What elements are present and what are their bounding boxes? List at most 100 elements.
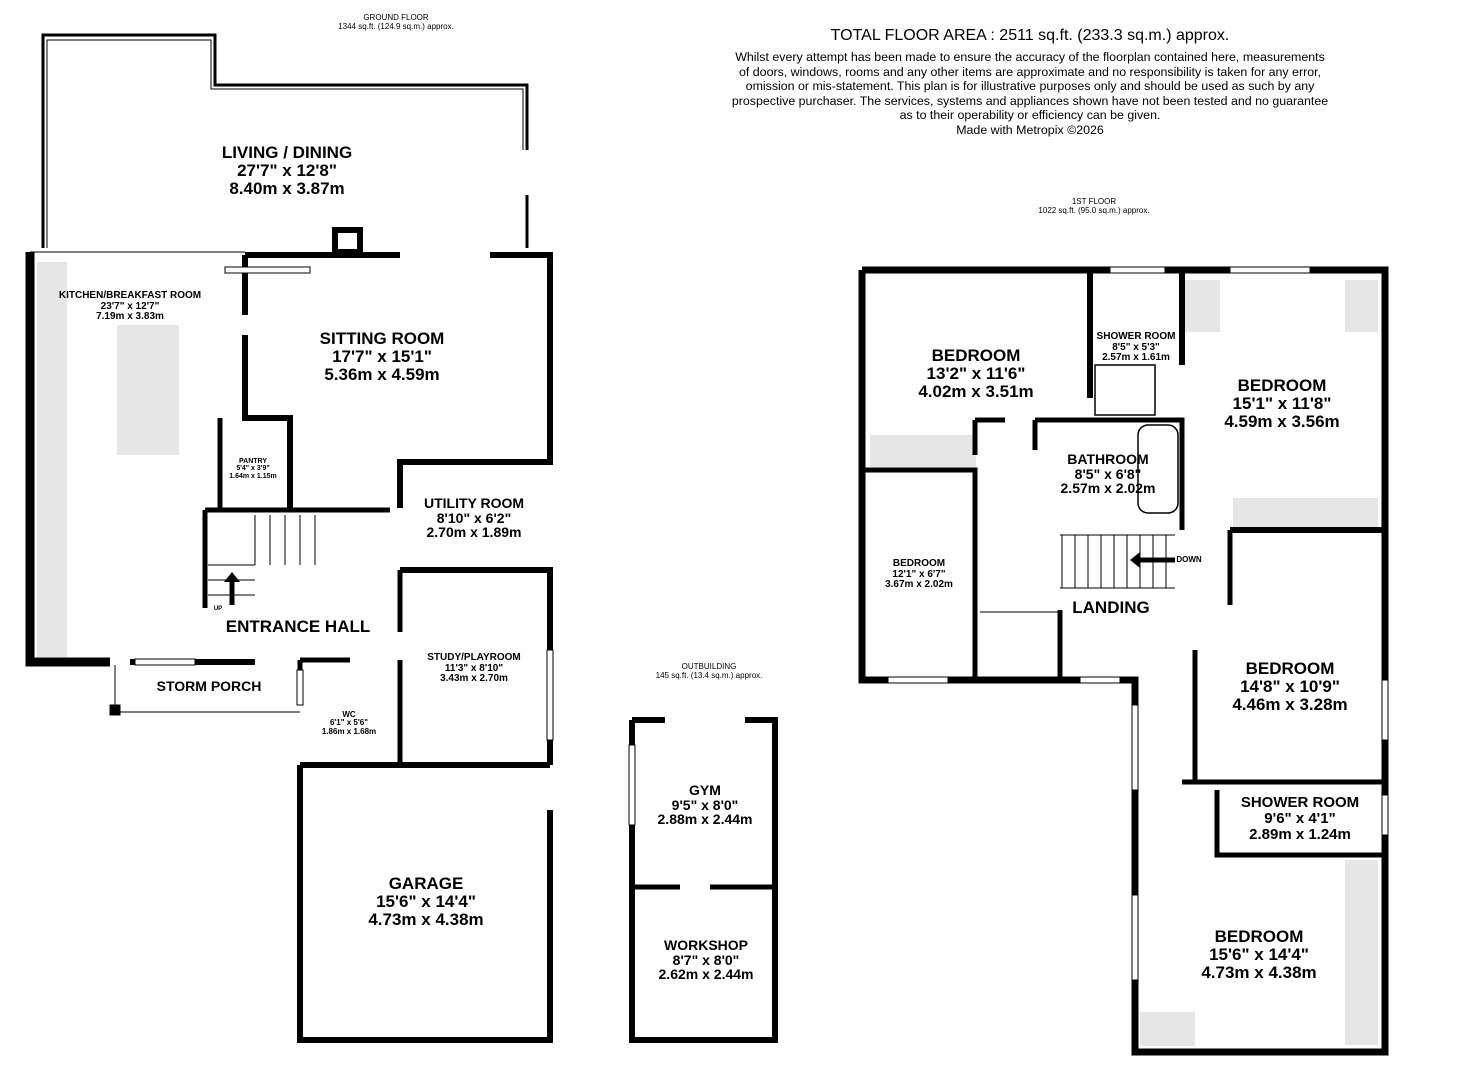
- room-imperial: 12'1" x 6'7": [892, 568, 946, 580]
- room-metric: 4.73m x 4.38m: [1201, 962, 1317, 982]
- room-metric: 2.57m x 2.02m: [1060, 480, 1156, 497]
- room-imperial: 9'6" x 4'1": [1264, 809, 1336, 827]
- disclaimer-line: as to their operability or efficiency ca…: [899, 108, 1161, 122]
- room-name: BEDROOM: [892, 558, 946, 569]
- room-imperial: 8'10" x 6'2": [436, 509, 512, 526]
- room-name: WORKSHOP: [664, 937, 748, 953]
- room-bedroom-2: BEDROOM 15'1" x 11'8" 4.59m x 3.56m: [1224, 377, 1339, 431]
- disclaimer-line: of doors, windows, rooms and any other i…: [739, 64, 1321, 79]
- room-imperial: 14'8" x 10'9": [1240, 676, 1340, 696]
- room-storm-porch: STORM PORCH: [157, 679, 262, 694]
- room-bedroom-1: BEDROOM 13'2" x 11'6" 4.02m x 3.51m: [918, 347, 1033, 401]
- room-metric: 3.43m x 2.70m: [440, 673, 508, 684]
- room-bedroom-5: BEDROOM 15'6" x 14'4" 4.73m x 4.38m: [1201, 928, 1316, 982]
- room-imperial: 9'5" x 8'0": [671, 796, 739, 813]
- room-shower-room-2: SHOWER ROOM 9'6" x 4'1" 2.89m x 1.24m: [1241, 795, 1359, 842]
- room-study: STUDY/PLAYROOM 11'3" x 8'10" 3.43m x 2.7…: [427, 652, 521, 685]
- room-kitchen: KITCHEN/BREAKFAST ROOM 23'7" x 12'7" 7.1…: [58, 290, 202, 323]
- room-imperial: 23'7" x 12'7": [100, 300, 160, 312]
- room-metric: 4.02m x 3.51m: [918, 381, 1034, 401]
- room-metric: 3.67m x 2.02m: [885, 579, 953, 590]
- room-sitting: SITTING ROOM 17'7" x 15'1" 5.36m x 4.59m: [320, 330, 445, 384]
- room-living-dining: LIVING / DINING 27'7" x 12'8" 8.40m x 3.…: [222, 144, 352, 198]
- room-wc: WC 6'1" x 5'6" 1.86m x 1.68m: [321, 710, 377, 736]
- room-workshop: WORKSHOP 8'7" x 8'0" 2.62m x 2.44m: [659, 938, 754, 982]
- room-shower-room-1: SHOWER ROOM 8'5" x 5'3" 2.57m x 1.61m: [1097, 331, 1176, 364]
- outbuilding-header: OUTBUILDING 145 sq.ft. (13.4 sq.m.) appr…: [656, 662, 763, 680]
- room-name: STUDY/PLAYROOM: [427, 652, 521, 663]
- room-name: LANDING: [1072, 598, 1150, 617]
- room-name: BATHROOM: [1067, 451, 1149, 467]
- windows: [134, 266, 1389, 981]
- walls: [25, 33, 1389, 1056]
- room-imperial: 13'2" x 11'6": [926, 363, 1026, 383]
- room-garage: GARAGE 15'6" x 14'4" 4.73m x 4.38m: [368, 875, 483, 929]
- room-imperial: 8'5" x 6'8": [1074, 465, 1142, 482]
- room-imperial: 27'7" x 12'8": [237, 160, 337, 180]
- room-name: STORM PORCH: [156, 678, 262, 694]
- first-floor-area: 1022 sq.ft. (95.0 sq.m.) approx.: [1038, 206, 1150, 216]
- room-imperial: 6'1" x 5'6": [329, 718, 369, 728]
- disclaimer-line: omission or mis-statement. This plan is …: [745, 79, 1315, 93]
- fitted-units: [37, 262, 1378, 1046]
- room-name: BEDROOM: [1237, 376, 1327, 395]
- room-name: BEDROOM: [931, 346, 1021, 365]
- room-landing: LANDING: [1072, 599, 1149, 617]
- room-metric: 1.86m x 1.68m: [321, 726, 377, 736]
- room-name: SHOWER ROOM: [1240, 794, 1360, 811]
- room-imperial: 8'5" x 5'3": [1112, 341, 1160, 353]
- room-name: SITTING ROOM: [319, 329, 445, 348]
- room-imperial: 11'3" x 8'10": [444, 662, 504, 674]
- outbuilding-area: 145 sq.ft. (13.4 sq.m.) approx.: [655, 671, 763, 681]
- room-name: ENTRANCE HALL: [225, 617, 371, 636]
- ground-floor-area: 1344 sq.ft. (124.9 sq.m.) approx.: [338, 22, 454, 32]
- room-name: UTILITY ROOM: [423, 495, 525, 511]
- stairs-up-label: UP: [213, 606, 223, 612]
- room-name: PANTRY: [238, 458, 267, 465]
- room-metric: 2.89m x 1.24m: [1249, 825, 1351, 843]
- room-metric: 4.73m x 4.38m: [368, 909, 484, 929]
- room-name: BEDROOM: [1245, 659, 1335, 678]
- room-pantry: PANTRY 5'4" x 3'9" 1.64m x 1.15m: [229, 458, 276, 480]
- room-bathroom: BATHROOM 8'5" x 6'8" 2.57m x 2.02m: [1061, 452, 1156, 496]
- room-metric: 2.70m x 1.89m: [426, 524, 522, 541]
- room-name: LIVING / DINING: [221, 143, 353, 162]
- ground-floor-header: GROUND FLOOR 1344 sq.ft. (124.9 sq.m.) a…: [338, 13, 454, 31]
- room-metric: 5.36m x 4.59m: [324, 364, 440, 384]
- room-name: WC: [342, 710, 356, 719]
- room-imperial: 17'7" x 15'1": [332, 346, 432, 366]
- ground-floor-name: GROUND FLOOR: [363, 13, 429, 22]
- room-utility: UTILITY ROOM 8'10" x 6'2" 2.70m x 1.89m: [424, 496, 524, 540]
- room-name: GYM: [689, 782, 721, 798]
- room-imperial: 8'7" x 8'0": [672, 951, 740, 968]
- room-metric: 2.57m x 1.61m: [1102, 352, 1170, 363]
- room-metric: 4.46m x 3.28m: [1232, 694, 1348, 714]
- room-entrance-hall: ENTRANCE HALL: [226, 618, 371, 636]
- room-name: BEDROOM: [1214, 927, 1304, 946]
- room-bedroom-3: BEDROOM 12'1" x 6'7" 3.67m x 2.02m: [885, 558, 953, 591]
- room-metric: 2.88m x 2.44m: [657, 811, 753, 828]
- room-name: KITCHEN/BREAKFAST ROOM: [58, 290, 202, 301]
- room-metric: 4.59m x 3.56m: [1224, 411, 1340, 431]
- room-metric: 2.62m x 2.44m: [658, 966, 754, 983]
- room-metric: 8.40m x 3.87m: [229, 178, 345, 198]
- disclaimer-line: Whilst every attempt has been made to en…: [735, 50, 1325, 64]
- room-name: GARAGE: [388, 874, 464, 893]
- first-floor-header: 1ST FLOOR 1022 sq.ft. (95.0 sq.m.) appro…: [1038, 197, 1149, 215]
- room-gym: GYM 9'5" x 8'0" 2.88m x 2.44m: [658, 783, 753, 827]
- disclaimer-line: prospective purchaser. The services, sys…: [731, 93, 1329, 108]
- room-metric: 1.64m x 1.15m: [229, 472, 277, 480]
- first-floor-name: 1ST FLOOR: [1071, 197, 1117, 206]
- total-floor-area: TOTAL FLOOR AREA : 2511 sq.ft. (233.3 sq…: [830, 27, 1230, 44]
- stairs-down-label: DOWN: [1176, 555, 1202, 564]
- room-metric: 7.19m x 3.83m: [96, 311, 164, 322]
- room-bedroom-4: BEDROOM 14'8" x 10'9" 4.46m x 3.28m: [1232, 660, 1347, 714]
- total-floor-area-block: TOTAL FLOOR AREA : 2511 sq.ft. (233.3 sq…: [700, 27, 1360, 137]
- stair-arrow-up: [224, 572, 240, 605]
- room-imperial: 15'1" x 11'8": [1232, 393, 1332, 413]
- stair-arrow-down: [1130, 552, 1175, 568]
- room-imperial: 15'6" x 14'4": [1209, 944, 1309, 964]
- metropix-credit: Made with Metropix ©2026: [956, 122, 1104, 137]
- outbuilding-name: OUTBUILDING: [681, 662, 737, 671]
